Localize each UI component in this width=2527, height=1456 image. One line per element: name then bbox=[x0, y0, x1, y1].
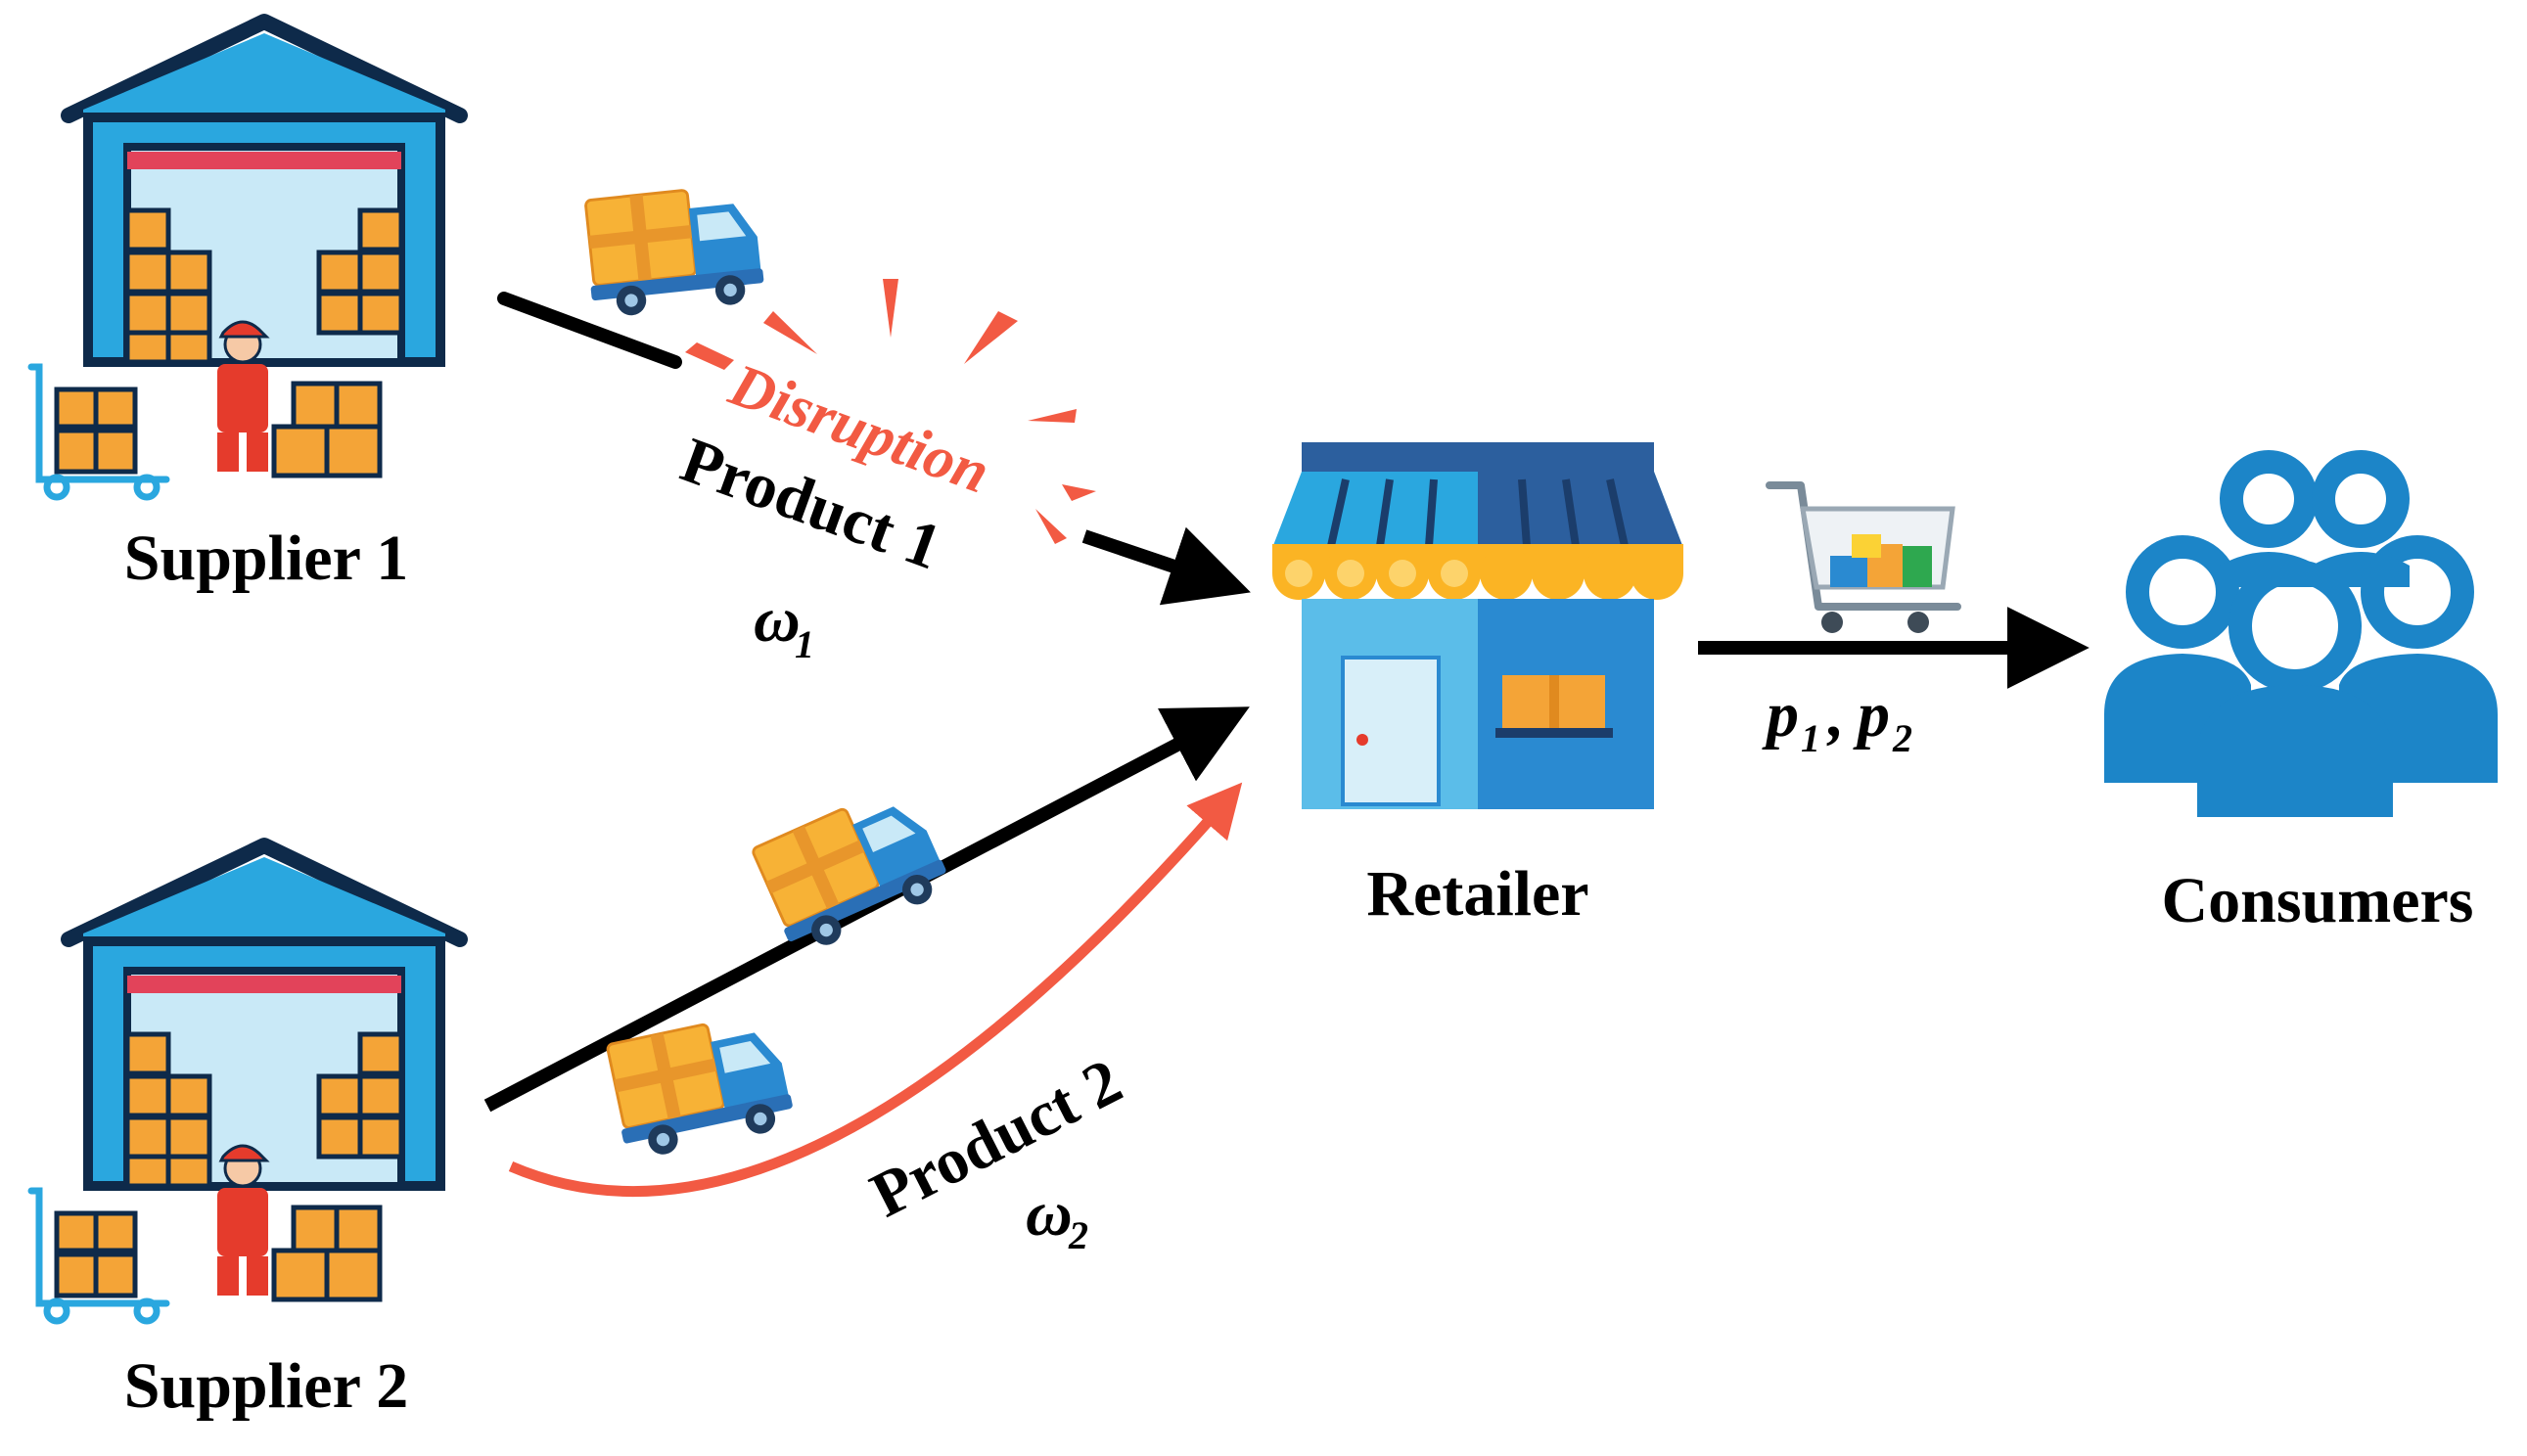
omega-1-label: ω 1 bbox=[754, 584, 814, 666]
supplier-2-label: Supplier 2 bbox=[124, 1350, 408, 1422]
edge-supplier2-retailer-backup bbox=[508, 782, 1243, 1198]
consumers-label: Consumers bbox=[2161, 865, 2473, 936]
edge-supplier1-retailer bbox=[497, 292, 1251, 606]
delivery-truck-icon-2 bbox=[747, 779, 956, 962]
price-label: p 1 , p 2 bbox=[1762, 679, 1912, 760]
supplier-1-label: Supplier 1 bbox=[124, 523, 408, 594]
omega-2-label: ω 2 bbox=[1026, 1178, 1088, 1257]
store-icon bbox=[1272, 442, 1683, 809]
svg-text:ω: ω bbox=[1026, 1178, 1073, 1250]
svg-text:p: p bbox=[1853, 679, 1890, 751]
people-group-bodies bbox=[2104, 552, 2498, 817]
svg-text:1: 1 bbox=[795, 622, 814, 666]
shopping-cart-icon bbox=[1766, 481, 1961, 633]
product-2-label: Product 2 bbox=[860, 1045, 1133, 1231]
svg-text:2: 2 bbox=[1892, 716, 1912, 760]
svg-text:,: , bbox=[1826, 679, 1845, 751]
svg-text:2: 2 bbox=[1068, 1213, 1088, 1257]
supplier-2-warehouse-icon bbox=[31, 845, 460, 1321]
disruption-burst-icon bbox=[685, 279, 1096, 544]
retailer-label: Retailer bbox=[1366, 858, 1588, 930]
svg-text:p: p bbox=[1762, 679, 1799, 751]
supplier-1-warehouse-icon bbox=[31, 22, 460, 497]
people-group-icon bbox=[2126, 450, 2474, 693]
svg-text:ω: ω bbox=[754, 584, 801, 656]
delivery-truck-icon-1 bbox=[579, 181, 768, 321]
svg-text:1: 1 bbox=[1801, 716, 1820, 760]
